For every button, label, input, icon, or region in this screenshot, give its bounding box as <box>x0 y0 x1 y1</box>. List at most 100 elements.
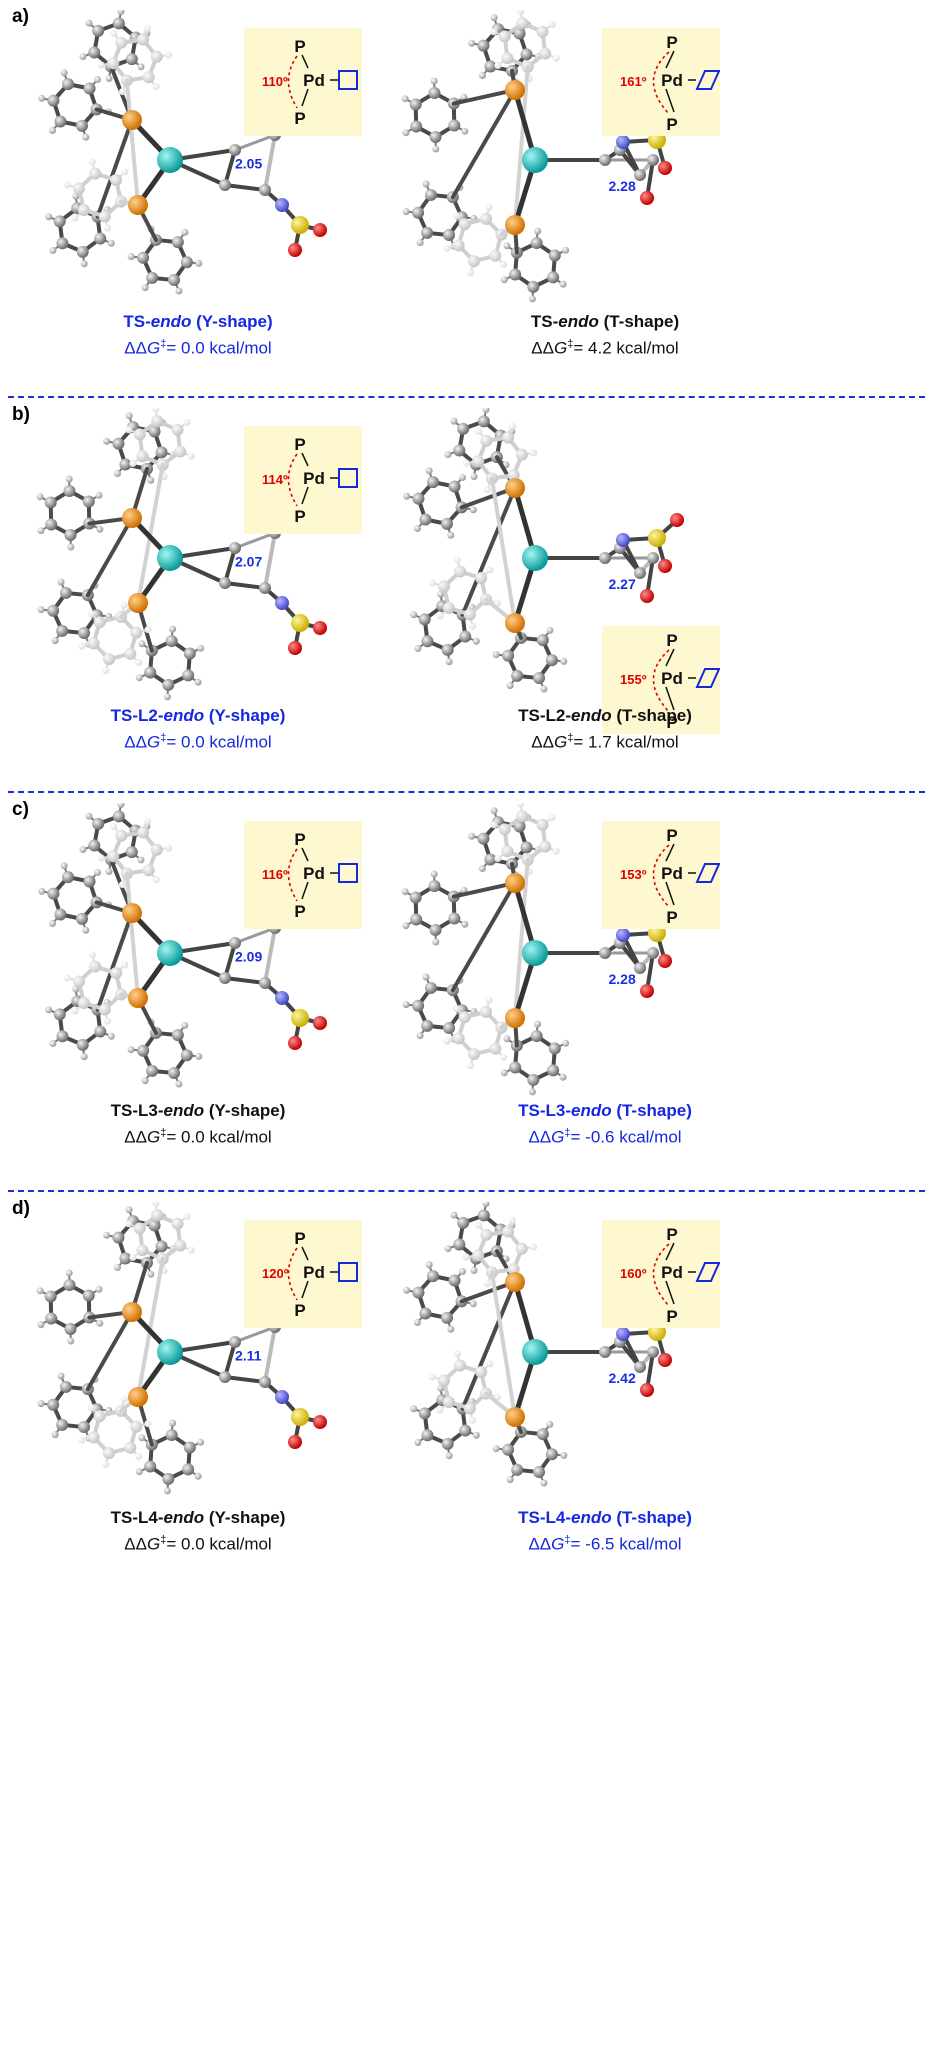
hydrogen-atom <box>163 1487 171 1495</box>
carbon-atom <box>63 1279 76 1292</box>
carbon-atom <box>647 154 659 166</box>
hydrogen-atom <box>500 1069 508 1077</box>
panel-label: a) <box>12 6 29 27</box>
inset-p-bottom: P <box>294 902 305 921</box>
hydrogen-atom <box>482 1202 490 1208</box>
carbon-atom <box>72 182 85 195</box>
ddg-value: = 0.0 kcal/mol <box>166 338 272 358</box>
hydrogen-atom <box>165 51 173 59</box>
ts-name-prefix: TS-L4- <box>518 1508 571 1527</box>
inset-p-top: P <box>294 37 305 56</box>
inset-pd: Pd <box>303 469 325 488</box>
carbon-atom <box>180 1049 193 1062</box>
vacant-site-square <box>338 70 358 90</box>
ddg-g: G <box>554 338 568 358</box>
hydrogen-atom <box>443 244 451 252</box>
hydrogen-atom <box>416 239 424 247</box>
ts-name-italic: endo <box>150 312 192 331</box>
carbon-atom <box>76 245 89 258</box>
hydrogen-atom <box>163 693 171 701</box>
relative-free-energy: ΔΔG‡= 0.0 kcal/mol <box>18 338 378 359</box>
carbon-atom <box>144 666 157 679</box>
hydrogen-atom <box>51 1431 59 1439</box>
pd-bite-angle: 153º <box>620 867 647 882</box>
carbon-atom <box>77 996 90 1009</box>
ddg-dagger: ‡ <box>567 338 574 350</box>
carbon-atom <box>102 653 115 666</box>
nitrogen-atom <box>275 198 289 212</box>
hydrogen-atom <box>72 985 80 993</box>
hydrogen-atom <box>414 645 422 653</box>
oxygen-atom <box>658 954 672 968</box>
hydrogen-atom <box>36 1287 44 1295</box>
ddg-dagger: ‡ <box>160 1127 167 1139</box>
oxygen-atom <box>640 589 654 603</box>
carbon-atom <box>174 1239 187 1252</box>
carbon-atom <box>533 672 546 685</box>
carbon-atom <box>54 115 67 128</box>
hydrogen-atom <box>97 854 105 862</box>
carbon-atom <box>452 1032 465 1045</box>
panel-separator <box>8 1190 925 1192</box>
ddg-g: G <box>554 732 568 752</box>
hydrogen-atom <box>484 486 492 494</box>
hydrogen-atom <box>444 451 452 459</box>
c-c-bond <box>263 926 277 985</box>
hydrogen-atom <box>71 1007 79 1015</box>
carbon-atom <box>180 256 193 269</box>
hydrogen-atom <box>401 95 409 103</box>
carbon-atom <box>219 972 231 984</box>
vacant-site-square <box>338 863 358 883</box>
hydrogen-atom <box>37 1321 45 1329</box>
carbon-atom <box>429 923 442 936</box>
carbon-atom <box>502 1443 515 1456</box>
pd-bite-angle: 161º <box>620 74 647 89</box>
ts-name-italic: endo <box>558 312 599 331</box>
carbon-atom <box>137 1044 150 1057</box>
carbon-atom <box>155 446 168 459</box>
hydrogen-atom <box>493 599 501 607</box>
ddg-g: G <box>147 1127 161 1147</box>
hydrogen-atom <box>117 803 125 809</box>
hydrogen-atom <box>444 1245 452 1253</box>
hydrogen-atom <box>430 870 438 878</box>
hydrogen-atom <box>517 10 525 15</box>
carbon-atom <box>144 1460 157 1473</box>
hydrogen-atom <box>534 227 542 235</box>
c-c-bond <box>223 941 237 980</box>
panel-label: d) <box>12 1198 30 1219</box>
hydrogen-atom <box>187 452 195 460</box>
phosphorus-atom <box>505 1008 525 1028</box>
oxygen-atom <box>658 559 672 573</box>
hydrogen-atom <box>104 224 112 232</box>
carbon-atom <box>441 1437 454 1450</box>
p-c-bond <box>95 118 134 219</box>
carbon-atom <box>229 937 241 949</box>
carbon-atom <box>56 237 69 250</box>
hydrogen-atom <box>127 253 135 261</box>
inset-bond <box>301 452 309 467</box>
c-c-bond <box>263 531 277 590</box>
carbon-atom <box>146 271 159 284</box>
carbon-atom <box>634 169 646 181</box>
hydrogen-atom <box>469 506 477 514</box>
pd-bite-angle: 116º <box>262 867 288 882</box>
pd-bite-angle: 155º <box>620 672 647 687</box>
pd-bite-angle: 120º <box>262 1266 289 1281</box>
hydrogen-atom <box>135 674 143 682</box>
oxygen-atom <box>640 1383 654 1397</box>
hydrogen-atom <box>110 822 118 830</box>
p-c-bond <box>460 1280 517 1411</box>
ddg-value: = 4.2 kcal/mol <box>573 338 679 358</box>
hydrogen-atom <box>38 94 46 102</box>
carbon-atom <box>47 887 60 900</box>
carbon-atom <box>44 496 57 509</box>
carbon-atom <box>77 203 90 216</box>
hydrogen-atom <box>485 996 493 1004</box>
hydrogen-atom <box>72 192 80 200</box>
phosphorus-atom <box>128 988 148 1008</box>
carbon-atom <box>112 810 125 823</box>
hydrogen-atom <box>432 145 440 153</box>
hydrogen-atom <box>530 449 538 457</box>
